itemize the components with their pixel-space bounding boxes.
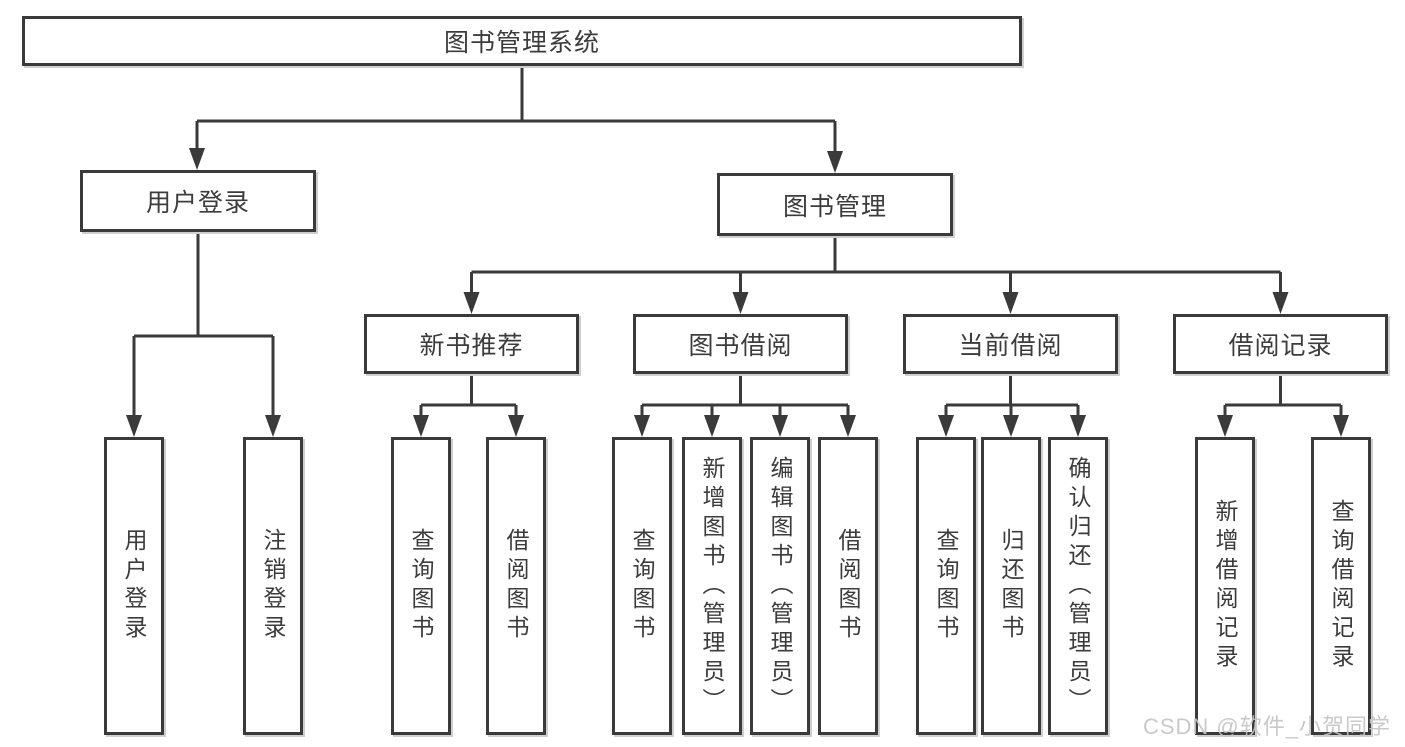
node-label: 查询借阅记录	[1328, 499, 1354, 673]
node-label: 用户登录	[145, 189, 250, 217]
leaf-logout: 注销登录	[243, 437, 303, 735]
node-label: 图书管理	[782, 192, 887, 221]
node-book-borrow: 图书借阅	[633, 314, 848, 374]
leaf-query-books-recommend: 查询图书	[391, 437, 451, 735]
node-label: 查询图书	[408, 528, 434, 644]
leaf-query-borrow-record: 查询借阅记录	[1311, 437, 1371, 735]
node-label: 查询图书	[629, 528, 655, 644]
leaf-query-books-current: 查询图书	[916, 437, 976, 735]
node-label: 查询图书	[933, 528, 959, 644]
node-label: 新增图书（管理员）	[699, 455, 725, 717]
node-label: 借阅图书	[503, 528, 529, 644]
node-label: 确认归还（管理员）	[1065, 455, 1091, 717]
node-label: 新书推荐	[419, 332, 524, 360]
leaf-confirm-return-admin: 确认归还（管理员）	[1048, 437, 1108, 735]
node-label: 归还图书	[998, 528, 1024, 644]
leaf-add-books-admin: 新增图书（管理员）	[682, 437, 742, 735]
node-book-management: 图书管理	[717, 173, 953, 236]
leaf-add-borrow-record: 新增借阅记录	[1195, 437, 1255, 735]
leaf-edit-books-admin: 编辑图书（管理员）	[750, 437, 810, 735]
node-new-book-recommend: 新书推荐	[364, 314, 579, 374]
node-current-borrow: 当前借阅	[903, 314, 1118, 374]
node-label: 图书借阅	[688, 332, 793, 360]
node-label: 用户登录	[121, 528, 147, 644]
node-label: 编辑图书（管理员）	[767, 455, 793, 717]
node-label: 借阅图书	[835, 528, 861, 644]
node-label: 当前借阅	[958, 332, 1063, 360]
leaf-return-books: 归还图书	[981, 437, 1041, 735]
node-label: 新增借阅记录	[1212, 499, 1238, 673]
leaf-borrow-books: 借阅图书	[818, 437, 878, 735]
node-library-system: 图书管理系统	[22, 16, 1022, 66]
node-borrow-records: 借阅记录	[1173, 314, 1388, 374]
leaf-user-login: 用户登录	[104, 437, 164, 735]
node-label: 借阅记录	[1228, 332, 1333, 360]
leaf-borrow-books-recommend: 借阅图书	[486, 437, 546, 735]
node-label: 图书管理系统	[443, 29, 600, 57]
node-user-login: 用户登录	[80, 170, 316, 232]
leaf-query-books-borrow: 查询图书	[612, 437, 672, 735]
csdn-watermark: CSDN @软件_小贺同学	[1142, 714, 1391, 739]
node-label: 注销登录	[260, 528, 286, 644]
